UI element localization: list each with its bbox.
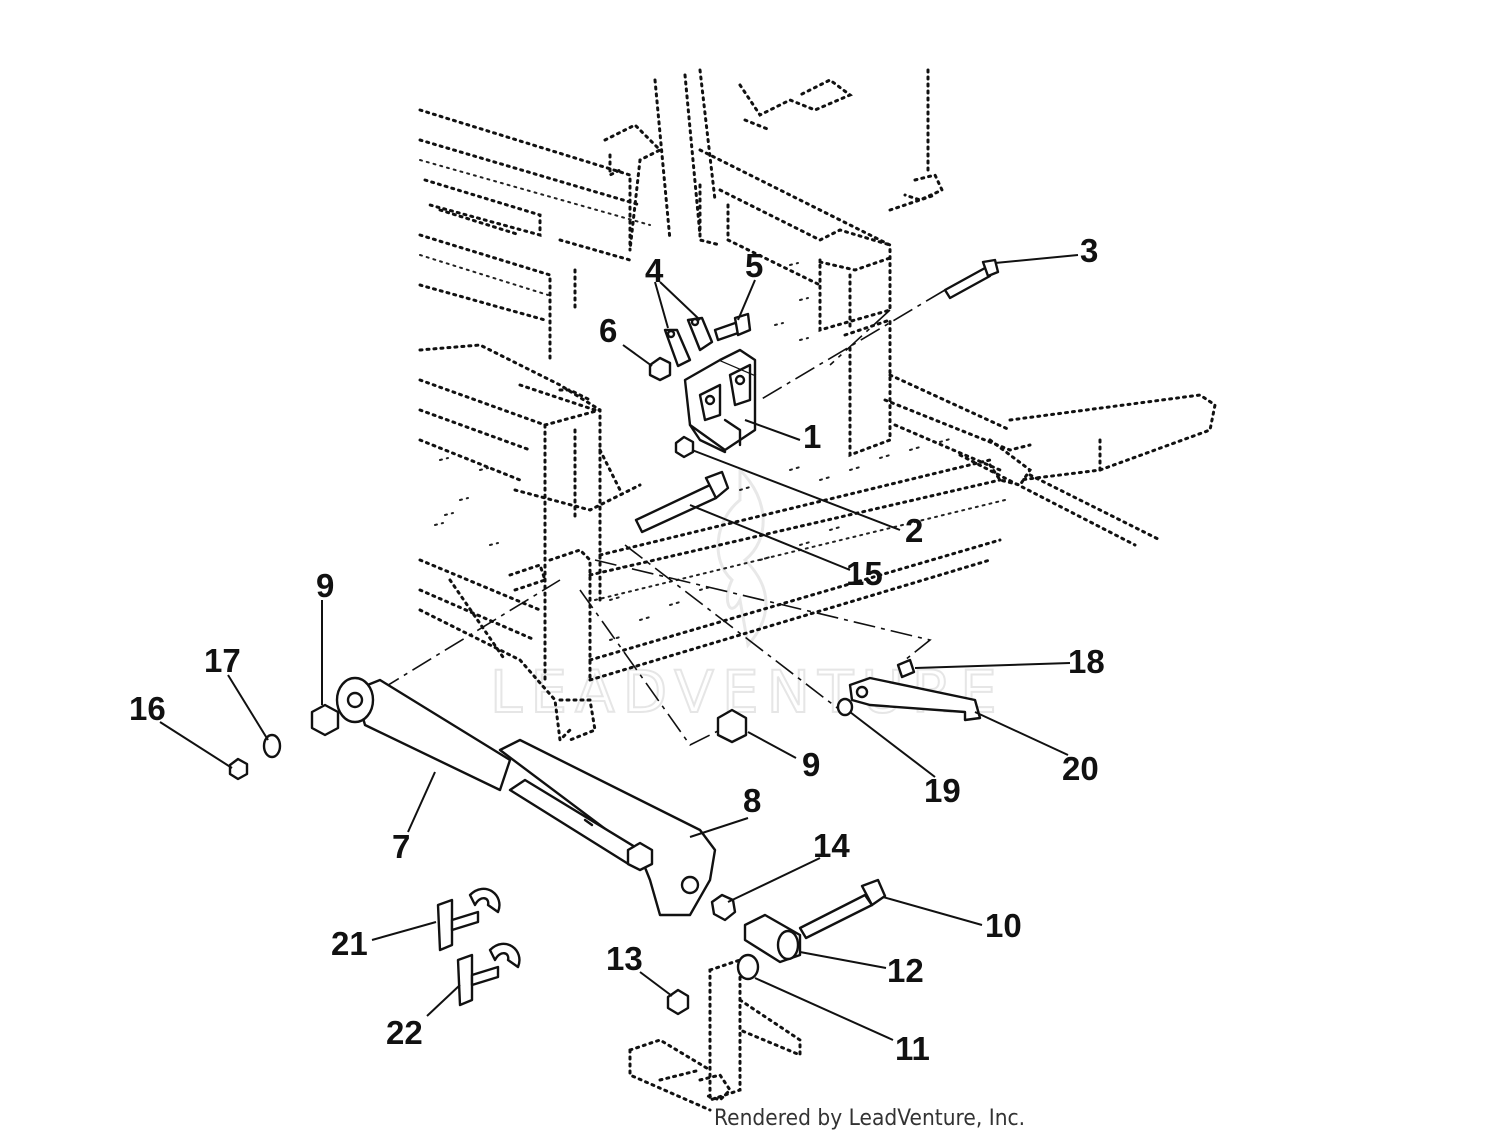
callout-19: 19 (924, 772, 961, 809)
part-clip-21 (436, 887, 501, 952)
tractor-frame (418, 68, 1217, 1112)
part-nut-13 (666, 988, 690, 1016)
part-washer-19 (836, 697, 854, 717)
part-screw-5 (713, 312, 752, 342)
leader-lines (159, 254, 1079, 1041)
part-pin-18 (896, 658, 916, 679)
callout-5: 5 (745, 247, 763, 284)
callout-8: 8 (743, 782, 761, 819)
callout-4: 4 (645, 252, 664, 289)
part-bolt-3 (943, 258, 1000, 300)
callout-13: 13 (606, 940, 643, 977)
callout-11: 11 (895, 1030, 930, 1067)
callout-10: 10 (985, 907, 1022, 944)
part-washer-17 (262, 733, 282, 759)
part-bolt-10 (798, 878, 887, 940)
callout-2: 2 (905, 512, 923, 549)
part-nut-16 (228, 757, 249, 781)
callout-12: 12 (887, 952, 924, 989)
part-nut-2 (674, 435, 695, 459)
callout-15: 15 (846, 555, 883, 592)
leadventure-watermark: LEADVENTURE (489, 466, 998, 727)
part-rod-end-12 (743, 913, 802, 964)
callout-3: 3 (1080, 232, 1098, 269)
part-clip-22 (456, 942, 521, 1007)
part-spacer-9a (310, 703, 340, 737)
callout-17: 17 (204, 642, 241, 679)
callout-1: 1 (803, 418, 821, 455)
callout-6: 6 (599, 312, 617, 349)
part-hydraulic-cylinder (335, 676, 717, 917)
part-valve-block (683, 348, 757, 454)
callout-20: 20 (1062, 750, 1099, 787)
part-link-plates (663, 316, 714, 368)
part-nut-14 (710, 893, 737, 922)
callout-9-right: 9 (802, 746, 820, 783)
part-nut-6 (648, 356, 672, 382)
part-bolt-15 (634, 470, 730, 534)
callout-9-left: 9 (316, 567, 334, 604)
callout-labels: 1 2 3 4 5 6 7 8 9 9 10 11 12 13 14 15 16… (129, 232, 1105, 1067)
part-washer-11 (736, 953, 760, 981)
callout-7: 7 (392, 828, 410, 865)
part-lever-20 (848, 676, 982, 722)
callout-21: 21 (331, 925, 368, 962)
part-spacer-9b (716, 708, 748, 744)
callout-16: 16 (129, 690, 166, 727)
callout-18: 18 (1068, 643, 1105, 680)
callout-22: 22 (386, 1014, 423, 1051)
render-credit: Rendered by LeadVenture, Inc. (714, 1106, 1026, 1131)
assembly-centerlines (379, 289, 946, 747)
callout-14: 14 (813, 827, 850, 864)
